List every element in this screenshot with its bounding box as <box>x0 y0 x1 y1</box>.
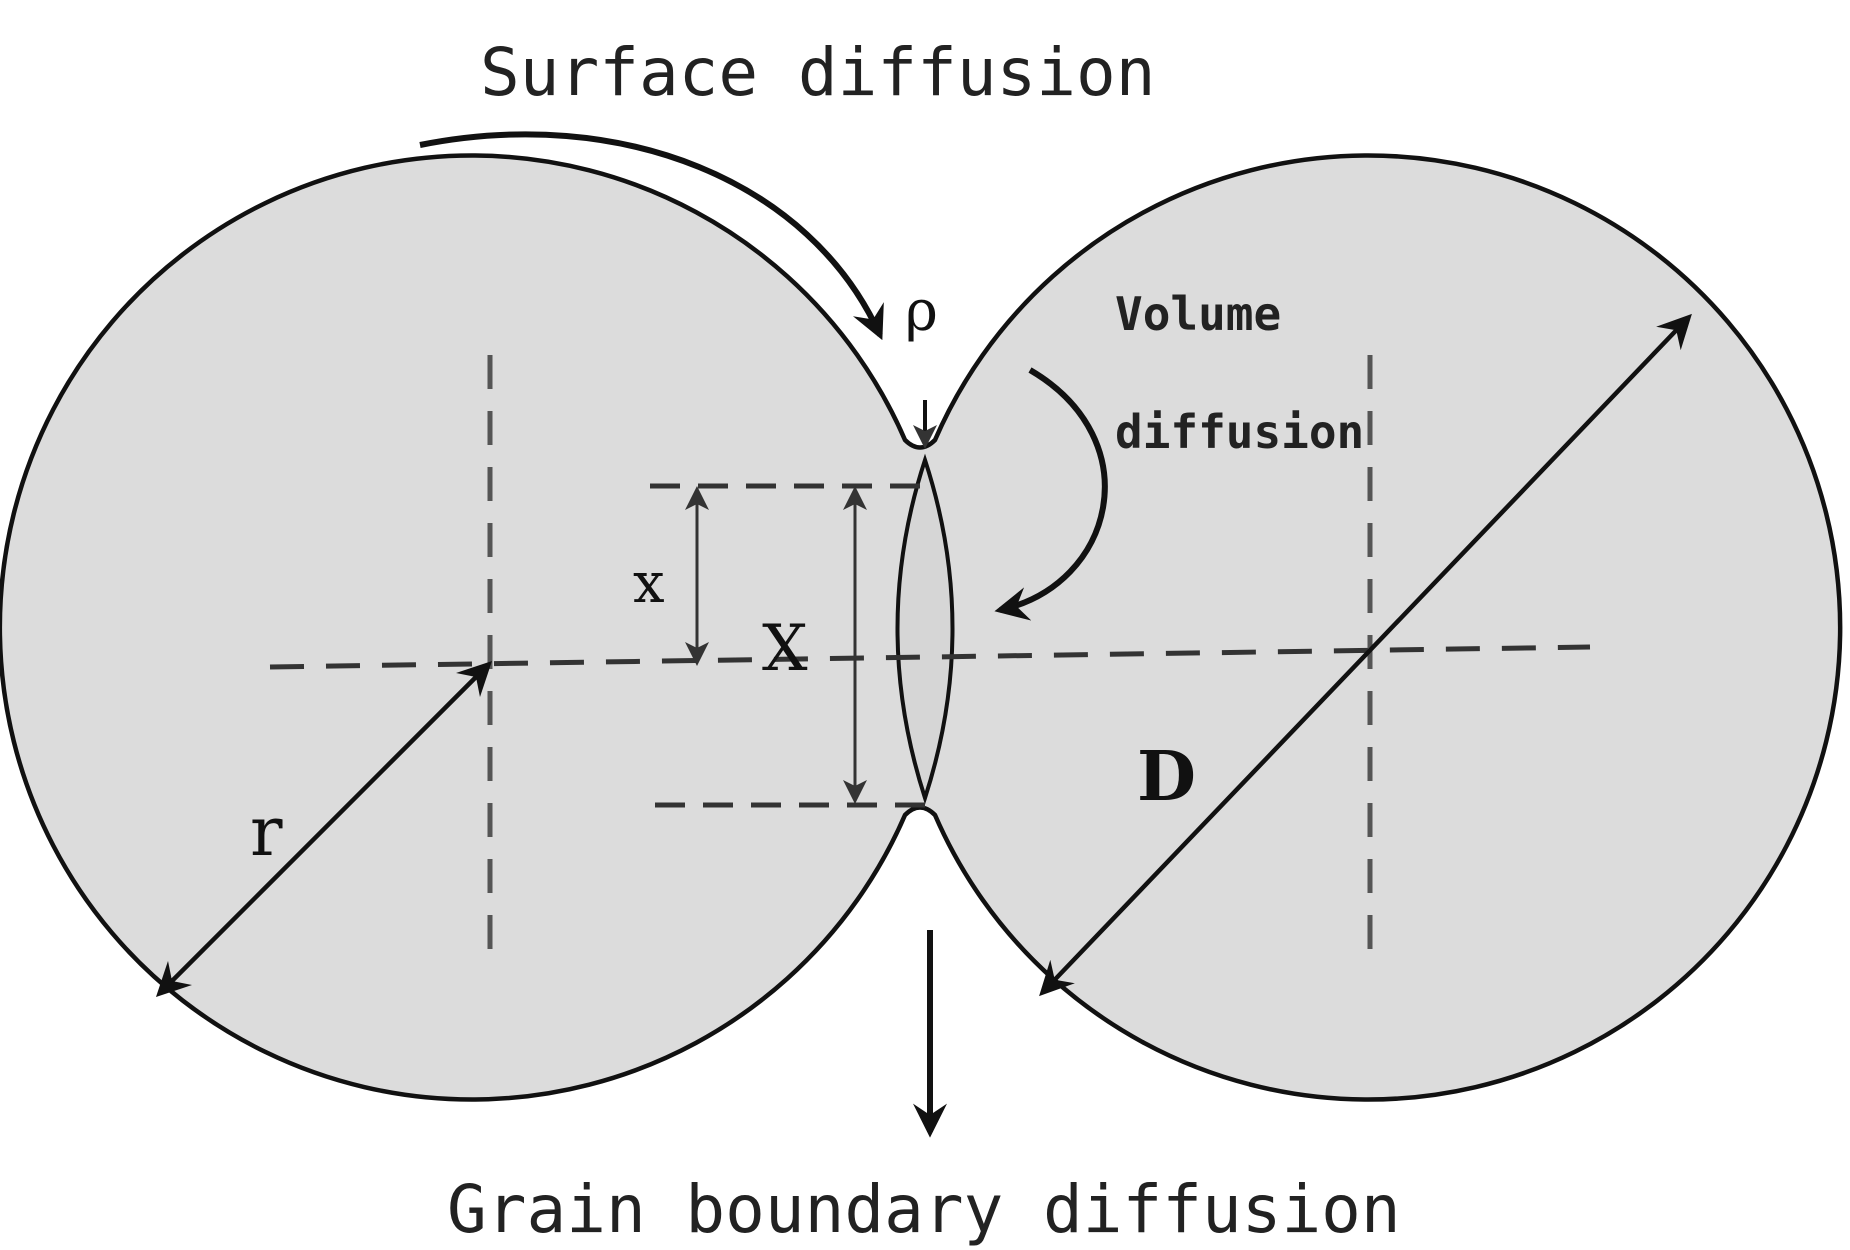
x-large-label: X <box>762 612 808 686</box>
grain-boundary-diffusion-label: Grain boundary diffusion <box>447 1171 1401 1248</box>
diameter-arrow <box>1039 313 1692 997</box>
diameter-label: D <box>1137 737 1196 817</box>
volume-diffusion-label-line1: Volume <box>1115 287 1281 341</box>
volume-diffusion-arrow <box>994 367 1108 621</box>
surface-diffusion-label: Surface diffusion <box>480 34 1156 111</box>
surface-diffusion-arrow <box>419 131 884 341</box>
radius-arrow <box>155 660 493 998</box>
rho-label: ρ <box>905 279 938 344</box>
volume-diffusion-label-line2: diffusion <box>1115 405 1364 459</box>
x-small-label: x <box>633 551 665 616</box>
radius-label: r <box>250 793 283 872</box>
neck-lens <box>895 453 955 805</box>
